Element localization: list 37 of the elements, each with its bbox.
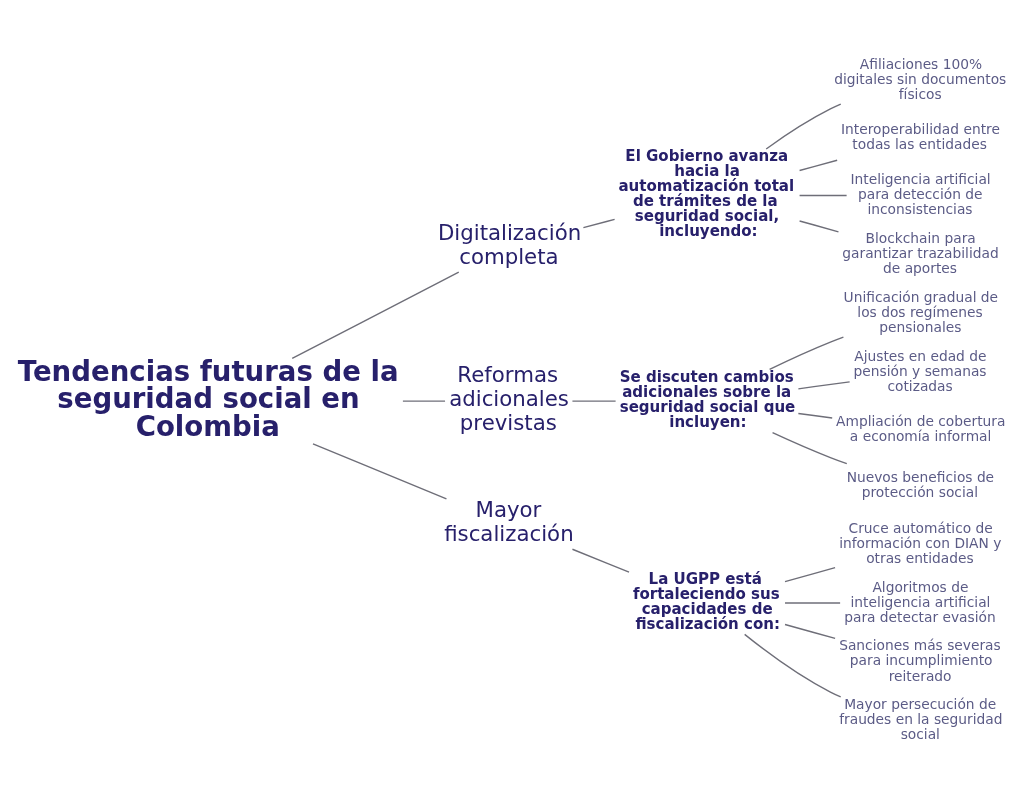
connector	[798, 219, 839, 232]
connector	[797, 412, 833, 419]
connector	[797, 380, 850, 389]
node-text: Interoperabilidad entre todas las entidades	[840, 120, 1000, 152]
node-text: Tendencias futuras de la seguridad social en Colombia	[17, 354, 399, 443]
node-text: El Gobierno avanza hacia la automatización total de trámites de la seguridad social, incluyendo:	[617, 146, 794, 240]
connector	[768, 336, 844, 370]
connector	[765, 102, 841, 150]
node-text: Inteligencia artificial para detección de inconsistencias	[849, 170, 991, 217]
node-text: Afiliaciones 100% digitales sin documentos físicos	[833, 55, 1006, 102]
node-text: Nuevos beneficios de protección social	[846, 468, 994, 500]
node-text: Reformas adicionales previstas	[448, 361, 569, 435]
node-text: Sanciones más severas para incumplimiento reiterado	[838, 636, 1001, 684]
connector	[291, 270, 459, 359]
node-text: Cruce automático de información con DIAN y otras entidades	[838, 519, 1001, 566]
connector	[798, 194, 847, 196]
connector	[783, 623, 836, 639]
connector	[571, 399, 616, 402]
node-text: Mayor persecución de fraudes en la seguridad social	[838, 695, 1002, 742]
node-text: Ampliación de cobertura a economía informal	[835, 412, 1005, 444]
connector	[401, 399, 446, 402]
node-text: Algoritmos de inteligencia artificial para detectar evasión	[843, 577, 996, 625]
node-text: La UGPP está fortaleciendo sus capacidades de fiscalización con:	[632, 569, 780, 633]
connector	[783, 566, 836, 582]
node-text: Digitalización completa	[437, 219, 581, 269]
node-text: Unificación gradual de los dos regímenes pensionales	[843, 288, 998, 335]
node-text: Ajustes en edad de pensión y semanas cotizadas	[853, 347, 987, 394]
connector	[743, 633, 841, 698]
node-text: Blockchain para garantizar trazabilidad de aportes	[841, 229, 999, 276]
node-text: Se discuten cambios adicionales sobre la seguridad social que incluyen:	[619, 367, 795, 431]
connector	[771, 431, 847, 464]
connector	[582, 218, 615, 228]
connector	[571, 548, 630, 573]
node-text: Mayor fiscalización	[443, 496, 574, 546]
connector	[311, 442, 447, 500]
connector	[783, 601, 841, 604]
connector	[798, 159, 838, 171]
